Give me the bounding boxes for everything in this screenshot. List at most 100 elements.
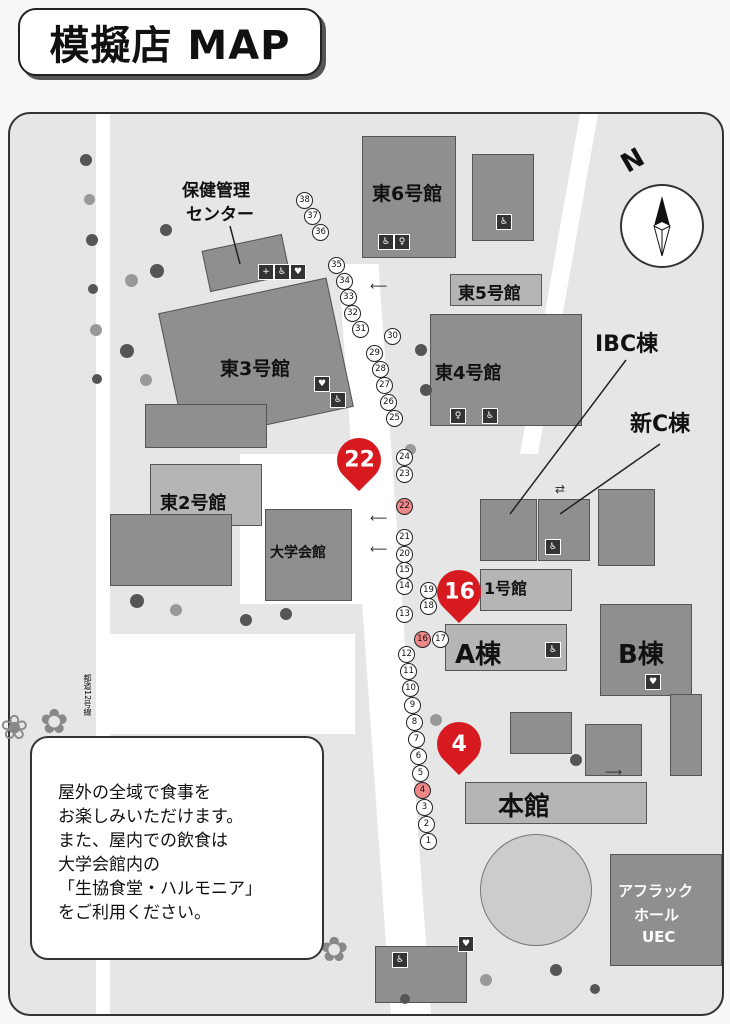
stall-marker-24[interactable]: 24 xyxy=(396,449,413,466)
tree xyxy=(92,374,102,384)
map-area: 東6号館 東5号館 東4号館 東3号館 保健管理 センター 東2号館 大学会館 … xyxy=(8,112,724,1016)
building-honkan[interactable] xyxy=(465,782,647,824)
building-southwest[interactable] xyxy=(375,946,467,1003)
tree xyxy=(88,284,98,294)
stall-marker-8[interactable]: 8 xyxy=(406,714,423,731)
label-higashi2: 東2号館 xyxy=(160,493,227,514)
building-daigaku-kaikan[interactable] xyxy=(265,509,352,601)
building-shin-c-east[interactable] xyxy=(598,489,655,566)
building-west-annex[interactable] xyxy=(110,514,232,586)
stall-marker-18[interactable]: 18 xyxy=(420,598,437,615)
stall-marker-37[interactable]: 37 xyxy=(304,208,321,225)
leader-lines xyxy=(229,225,661,515)
tree xyxy=(86,234,98,246)
stall-marker-12[interactable]: 12 xyxy=(398,646,415,663)
stall-marker-34[interactable]: 34 xyxy=(336,273,353,290)
stall-marker-15[interactable]: 15 xyxy=(396,562,413,579)
stall-marker-36[interactable]: 36 xyxy=(312,224,329,241)
dining-note: 屋外の全域で食事を お楽しみいただけます。 また、屋内での飲食は 大学会館内の … xyxy=(30,736,324,960)
stall-marker-28[interactable]: 28 xyxy=(372,361,389,378)
stall-marker-6[interactable]: 6 xyxy=(410,748,427,765)
accessible-icon: ♿ xyxy=(330,392,346,408)
first-aid-icon: + xyxy=(258,264,274,280)
restroom-icon: ♀ xyxy=(450,408,466,424)
stall-marker-23[interactable]: 23 xyxy=(396,466,413,483)
building-higashi6-annex[interactable] xyxy=(472,154,534,241)
stall-marker-25[interactable]: 25 xyxy=(386,410,403,427)
tree xyxy=(170,604,182,616)
building-aflac[interactable] xyxy=(610,854,722,966)
stall-marker-26[interactable]: 26 xyxy=(380,394,397,411)
stall-marker-27[interactable]: 27 xyxy=(376,377,393,394)
tree xyxy=(84,194,95,205)
direction-arrow: ⟵ xyxy=(370,511,388,525)
tree xyxy=(400,994,410,1004)
tree xyxy=(480,974,492,986)
tree xyxy=(590,984,600,994)
stall-marker-33[interactable]: 33 xyxy=(340,289,357,306)
tree xyxy=(90,324,102,336)
flower-decoration: ❀ xyxy=(0,708,29,748)
pin-4-label: 4 xyxy=(451,731,467,757)
stall-marker-20[interactable]: 20 xyxy=(396,546,413,563)
tree xyxy=(415,344,427,356)
honkan-circle xyxy=(480,834,592,946)
stall-marker-9[interactable]: 9 xyxy=(404,697,421,714)
tree xyxy=(420,384,432,396)
label-aflac-1: アフラック xyxy=(618,882,694,900)
building-south-mid[interactable] xyxy=(510,712,572,754)
lower-left-lot xyxy=(105,634,355,734)
accessible-icon: ♿ xyxy=(545,642,561,658)
tree xyxy=(570,754,582,766)
tree xyxy=(125,274,138,287)
building-higashi4[interactable] xyxy=(430,314,582,426)
stall-marker-19[interactable]: 19 xyxy=(420,582,437,599)
stall-marker-14[interactable]: 14 xyxy=(396,578,413,595)
stall-marker-4[interactable]: 4 xyxy=(414,782,431,799)
tree xyxy=(120,344,134,358)
map-title: 模擬店 MAP xyxy=(18,8,322,76)
building-ibc[interactable] xyxy=(480,499,537,561)
label-b: B棟 xyxy=(618,640,664,670)
note-line-6: をご利用ください。 xyxy=(58,903,211,923)
note-line-5: 「生協食堂・ハルモニア」 xyxy=(58,879,262,899)
building-higashi3-south[interactable] xyxy=(145,404,267,448)
accessible-icon: ♿ xyxy=(496,214,512,230)
stall-marker-10[interactable]: 10 xyxy=(402,680,419,697)
tree xyxy=(430,714,442,726)
stall-marker-11[interactable]: 11 xyxy=(400,663,417,680)
stall-marker-38[interactable]: 38 xyxy=(296,192,313,209)
stall-marker-5[interactable]: 5 xyxy=(412,765,429,782)
flower-decoration: ✿ xyxy=(320,930,349,970)
stall-marker-30[interactable]: 30 xyxy=(384,328,401,345)
stall-marker-17[interactable]: 17 xyxy=(432,631,449,648)
building-higashi5[interactable] xyxy=(450,274,542,306)
tree xyxy=(130,594,144,608)
tree xyxy=(240,614,252,626)
label-shin-c: 新C棟 xyxy=(630,412,691,437)
stall-marker-31[interactable]: 31 xyxy=(352,321,369,338)
label-higashi3: 東3号館 xyxy=(220,358,291,380)
building-east-strip[interactable] xyxy=(670,694,702,776)
tree xyxy=(280,608,292,620)
stall-marker-35[interactable]: 35 xyxy=(328,257,345,274)
stall-marker-3[interactable]: 3 xyxy=(416,799,433,816)
label-hoken-2: センター xyxy=(186,205,254,225)
direction-arrow: ⇄ xyxy=(555,482,566,496)
label-higashi6: 東6号館 xyxy=(372,183,443,205)
aed-icon: ♥ xyxy=(645,674,661,690)
stall-marker-7[interactable]: 7 xyxy=(408,731,425,748)
stall-marker-1[interactable]: 1 xyxy=(420,833,437,850)
stall-marker-16[interactable]: 16 xyxy=(414,631,431,648)
label-aflac-3: UEC xyxy=(642,928,676,946)
stall-marker-2[interactable]: 2 xyxy=(418,816,435,833)
label-hoken-1: 保健管理 xyxy=(182,181,250,201)
label-ibc: IBC棟 xyxy=(595,332,659,357)
building-south-east[interactable] xyxy=(585,724,642,776)
note-line-3: また、屋内での飲食は xyxy=(58,831,228,851)
stall-marker-32[interactable]: 32 xyxy=(344,305,361,322)
stall-marker-22[interactable]: 22 xyxy=(396,498,413,515)
stall-marker-21[interactable]: 21 xyxy=(396,529,413,546)
stall-marker-29[interactable]: 29 xyxy=(366,345,383,362)
stall-marker-13[interactable]: 13 xyxy=(396,606,413,623)
